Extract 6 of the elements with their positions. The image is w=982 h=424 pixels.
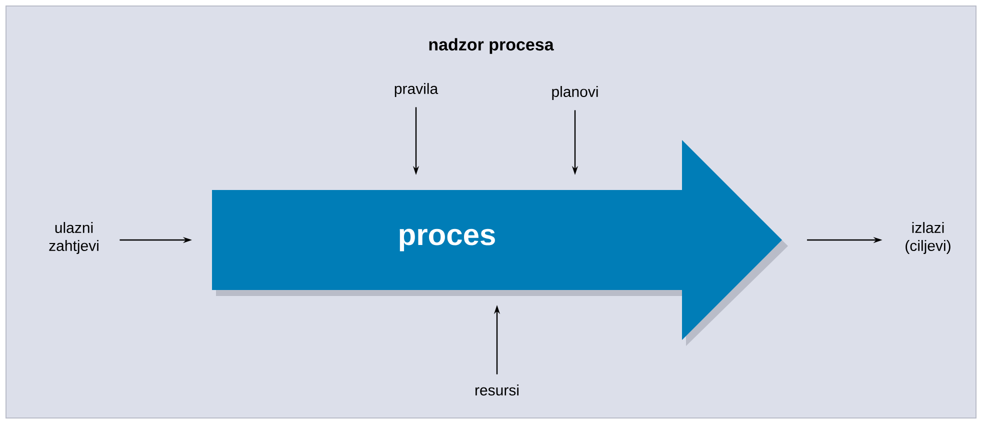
label-text: pravila	[394, 83, 438, 97]
label-text: ulazni zahtjevi	[49, 222, 98, 254]
label-text: izlazi (ciljevi)	[906, 222, 950, 254]
label-text: resursi	[476, 384, 518, 396]
label-text: planovi	[552, 86, 598, 100]
title: nadzor procesa	[429, 38, 554, 54]
